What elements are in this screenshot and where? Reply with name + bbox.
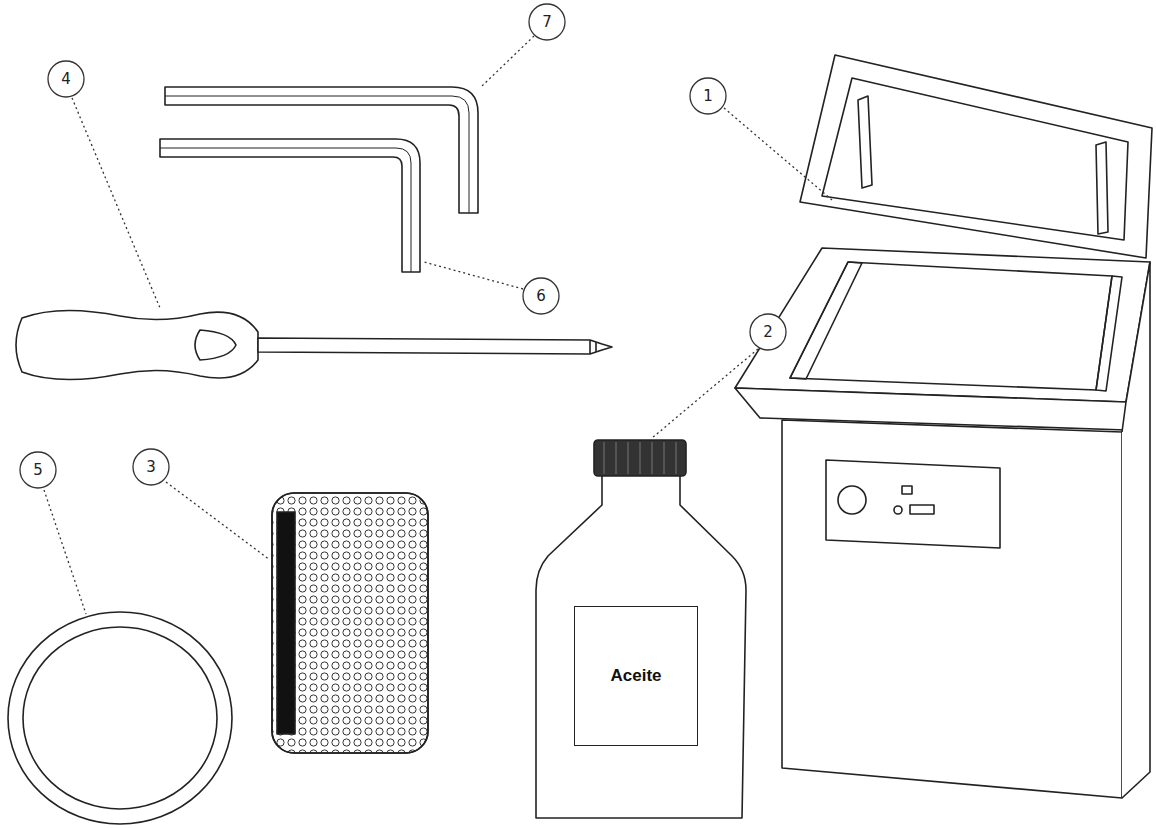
machine-side bbox=[1122, 262, 1150, 798]
callout-ring bbox=[690, 78, 726, 114]
screwdriver-handle bbox=[16, 310, 258, 379]
control-panel bbox=[826, 460, 1000, 548]
seal-ring bbox=[8, 612, 232, 824]
lid-gasket bbox=[858, 96, 1108, 234]
leader-line bbox=[72, 98, 160, 308]
callout-circle: 4 bbox=[47, 60, 85, 98]
callout-circle: 5 bbox=[19, 451, 57, 489]
callout-number: 2 bbox=[763, 324, 773, 341]
label-box: Aceite bbox=[574, 606, 698, 746]
screwdriver-tip bbox=[590, 340, 596, 354]
leader-line bbox=[44, 490, 86, 614]
oil-bottle bbox=[536, 474, 746, 818]
machine-top bbox=[735, 248, 1150, 402]
screwdriver-shaft bbox=[258, 338, 612, 354]
callout-number: 5 bbox=[33, 462, 43, 479]
callout-number: 1 bbox=[703, 88, 713, 105]
control-display bbox=[910, 505, 934, 514]
callout-circle: 7 bbox=[528, 3, 566, 41]
callout-number: 6 bbox=[536, 288, 546, 305]
callout-ring bbox=[523, 278, 559, 314]
leader-line bbox=[652, 349, 758, 438]
callout-ring bbox=[133, 449, 169, 485]
callout-number: 3 bbox=[146, 459, 156, 476]
filter-mesh bbox=[272, 493, 428, 753]
label-text: Aceite bbox=[610, 667, 661, 686]
leader-line bbox=[482, 36, 534, 86]
hex-key-edge bbox=[160, 148, 411, 272]
leader-line bbox=[724, 108, 832, 200]
machine-lid bbox=[800, 55, 1152, 258]
bottle-cap-ribs bbox=[604, 442, 676, 474]
filter-mesh-bar bbox=[277, 512, 295, 734]
callout-circle: 6 bbox=[522, 277, 560, 315]
callout-ring bbox=[750, 314, 786, 350]
callout-circle: 1 bbox=[689, 77, 727, 115]
control-led bbox=[894, 506, 902, 514]
leader-line bbox=[166, 482, 270, 560]
control-knob bbox=[838, 486, 866, 514]
seal-ring-inner bbox=[23, 627, 217, 809]
machine-front bbox=[782, 420, 1122, 798]
leader-line bbox=[424, 262, 523, 289]
filter-mesh-frame bbox=[272, 493, 428, 753]
callout-ring bbox=[20, 452, 56, 488]
callout-number: 7 bbox=[542, 14, 552, 31]
bottle-cap bbox=[594, 440, 686, 476]
callout-ring bbox=[529, 4, 565, 40]
sealing-bar bbox=[790, 262, 1122, 391]
callout-circle: 2 bbox=[749, 313, 787, 351]
machine-lid-inner bbox=[822, 78, 1128, 240]
callout-ring bbox=[48, 61, 84, 97]
callout-number: 4 bbox=[61, 71, 71, 88]
callout-circle: 3 bbox=[132, 448, 170, 486]
hex-key-short bbox=[160, 139, 420, 272]
screwdriver-grip bbox=[195, 330, 236, 360]
control-switch bbox=[902, 486, 912, 494]
